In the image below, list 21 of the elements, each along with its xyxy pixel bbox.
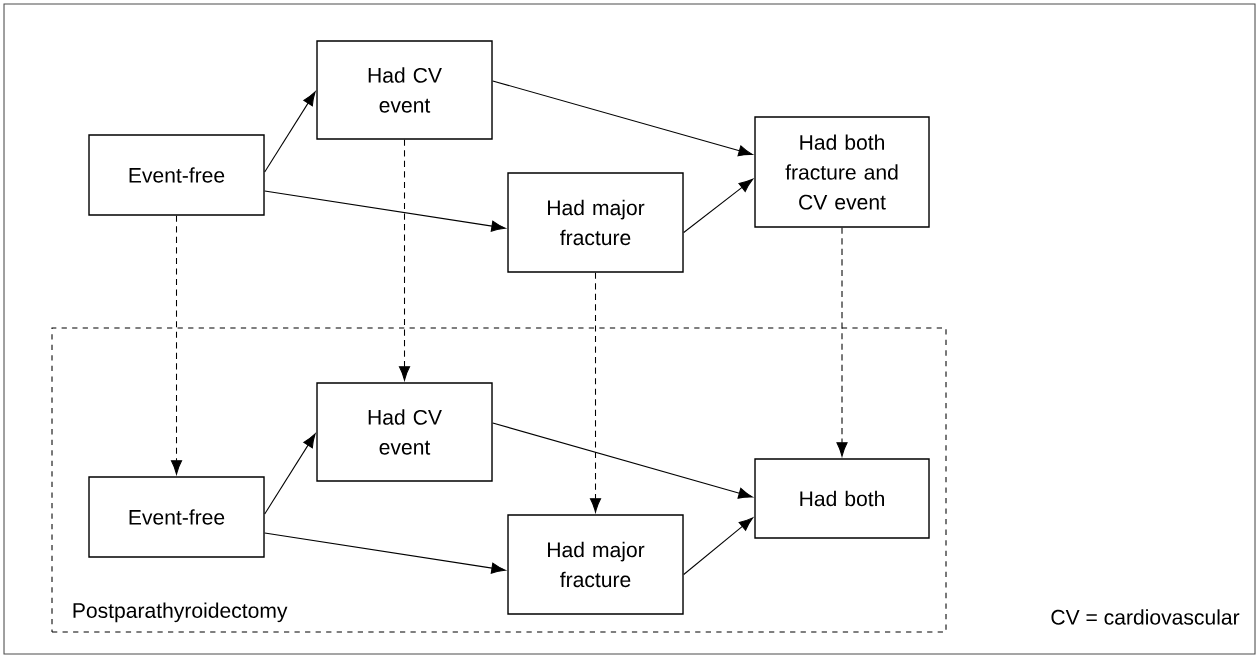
- arrow: [492, 80, 753, 157]
- arrow: [836, 227, 848, 457]
- arrow: [683, 517, 754, 576]
- state-box: Had major fracture: [507, 514, 684, 615]
- state-box: Had both: [754, 458, 930, 539]
- state-box: Had both fracture and CV event: [754, 116, 930, 228]
- arrow: [170, 215, 183, 475]
- state-box: Had CV event: [316, 40, 493, 140]
- state-box: Had major fracture: [507, 172, 684, 273]
- arrow: [264, 91, 316, 173]
- state-box: Event-free: [88, 134, 265, 216]
- arrow: [589, 272, 602, 513]
- arrow: [264, 433, 316, 515]
- arrow: [264, 190, 506, 232]
- arrow: [264, 532, 506, 574]
- arrow: [492, 422, 753, 499]
- arrow: [398, 139, 411, 381]
- state-box: Event-free: [88, 476, 265, 558]
- arrow: [683, 178, 754, 234]
- state-box: Had CV event: [316, 382, 493, 482]
- note-text: CV = cardiovascular: [1051, 609, 1240, 625]
